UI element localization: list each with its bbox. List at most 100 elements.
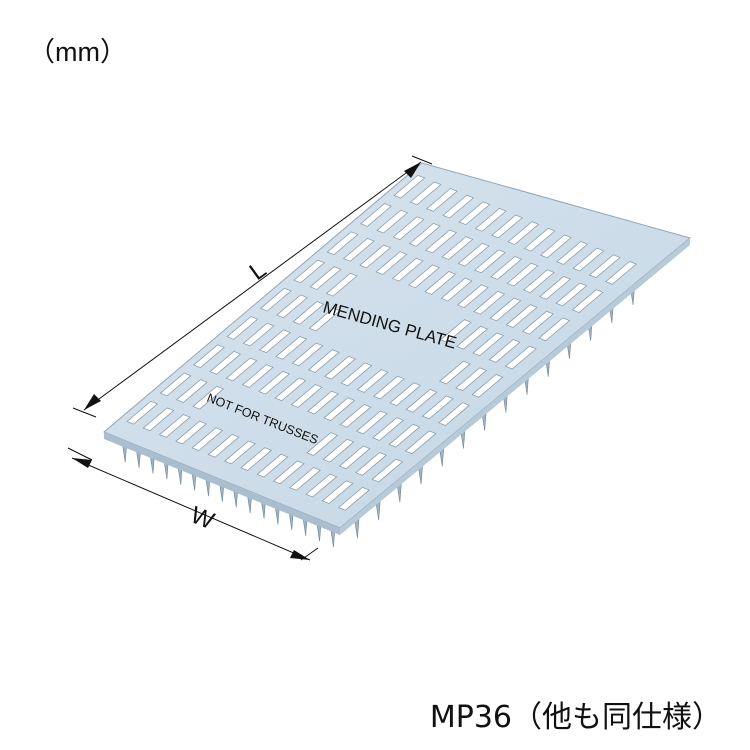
plate-slot xyxy=(209,350,242,375)
plate-slot xyxy=(490,256,523,280)
plate-slot xyxy=(340,362,373,387)
plate-slot xyxy=(491,214,523,239)
plate-slot xyxy=(241,364,274,388)
plate-slot xyxy=(456,325,488,350)
plate-slot xyxy=(522,269,555,294)
plate-slot xyxy=(338,486,370,511)
plate-slot xyxy=(276,294,308,319)
plate-slot xyxy=(325,272,358,297)
plate-slot xyxy=(326,231,359,256)
plate-slot xyxy=(360,203,392,227)
plate-slot xyxy=(306,432,339,456)
plate-slot xyxy=(456,284,489,309)
plate-slot xyxy=(259,287,292,312)
plate-slot xyxy=(571,289,604,313)
plate-slot xyxy=(504,345,537,370)
plate-slot xyxy=(292,301,325,325)
plate-slot xyxy=(207,433,240,458)
plate-slot xyxy=(142,407,175,432)
plate-slot xyxy=(159,372,192,397)
plate-slot xyxy=(126,400,159,425)
plate-slot xyxy=(438,360,471,385)
plate-slot xyxy=(373,375,405,400)
plate-slot xyxy=(305,473,338,498)
plate-slot xyxy=(408,264,440,289)
plate-slot xyxy=(356,369,389,393)
plate-slot xyxy=(355,452,387,476)
plate-slot xyxy=(424,271,457,295)
plate-slot xyxy=(474,249,506,274)
plate-slot xyxy=(322,438,355,463)
plate-slot xyxy=(339,403,372,428)
plate-slot xyxy=(258,370,291,395)
plate-slot xyxy=(489,297,522,322)
plate-slot xyxy=(442,194,475,219)
plate-slot xyxy=(259,329,291,354)
plate-slot xyxy=(359,244,392,269)
plate-slot xyxy=(556,241,589,265)
plate-slot xyxy=(455,367,488,392)
plate-slot xyxy=(588,254,621,279)
plate-right-edge xyxy=(340,238,690,535)
plate-slot xyxy=(405,388,438,413)
plate-slot xyxy=(506,262,539,287)
plate-slot xyxy=(290,384,323,408)
plate-slot xyxy=(389,382,422,407)
plate-slot xyxy=(523,227,556,252)
plate-slot xyxy=(391,257,424,282)
plate-slot xyxy=(240,447,273,471)
plate-slot xyxy=(421,395,454,420)
plate-slot xyxy=(272,460,305,485)
plate-slot xyxy=(441,236,474,260)
plate-slot xyxy=(376,209,409,234)
plate-slot xyxy=(522,310,554,335)
plate-slot xyxy=(439,319,472,343)
unit-label: （mm） xyxy=(28,37,127,67)
plate-slot xyxy=(474,208,507,232)
length-label: L xyxy=(245,256,272,286)
plate-slot xyxy=(289,467,321,491)
plate-slot xyxy=(342,238,375,262)
plate-slot xyxy=(472,332,505,357)
plate-slot xyxy=(275,335,308,360)
plate-slot xyxy=(307,390,339,415)
width-label: W xyxy=(187,502,218,536)
plate-slot xyxy=(175,379,208,403)
plate-slot xyxy=(192,385,225,410)
plate-slot xyxy=(473,290,506,315)
plate-slot xyxy=(323,397,356,422)
plate-slot xyxy=(372,417,405,441)
dimension-length xyxy=(72,155,433,418)
plate-slot xyxy=(309,266,342,290)
plate-slot xyxy=(605,261,637,285)
plate-slot xyxy=(572,247,605,272)
plate-slot xyxy=(388,423,421,448)
plate-slot xyxy=(324,355,356,380)
plate-slot xyxy=(555,282,588,307)
plate-slot xyxy=(507,221,540,245)
plate-slot xyxy=(538,317,571,342)
plate-slot xyxy=(393,174,426,199)
plate-slot xyxy=(226,316,259,340)
dimension-width xyxy=(67,447,319,561)
plate-slot xyxy=(307,349,340,373)
plate-slot xyxy=(425,229,457,254)
plate-slots xyxy=(126,174,637,511)
plate-slot xyxy=(539,275,571,300)
plate-slot xyxy=(256,453,289,478)
plate-slot xyxy=(375,251,408,275)
plate-front-edge xyxy=(104,432,340,535)
plate-slot xyxy=(458,201,491,226)
product-label: MP36（他も同仕様） xyxy=(429,700,722,735)
plate-slot xyxy=(408,223,441,247)
plate-slot xyxy=(321,480,354,505)
plate-slot xyxy=(404,430,437,455)
plate-slot xyxy=(426,188,458,212)
plate-slot xyxy=(274,377,307,402)
plate-slot xyxy=(242,322,275,347)
plate-slot xyxy=(488,339,521,363)
plate-slot xyxy=(539,234,572,259)
plate-slot xyxy=(355,410,388,435)
plate-slot xyxy=(505,304,538,328)
